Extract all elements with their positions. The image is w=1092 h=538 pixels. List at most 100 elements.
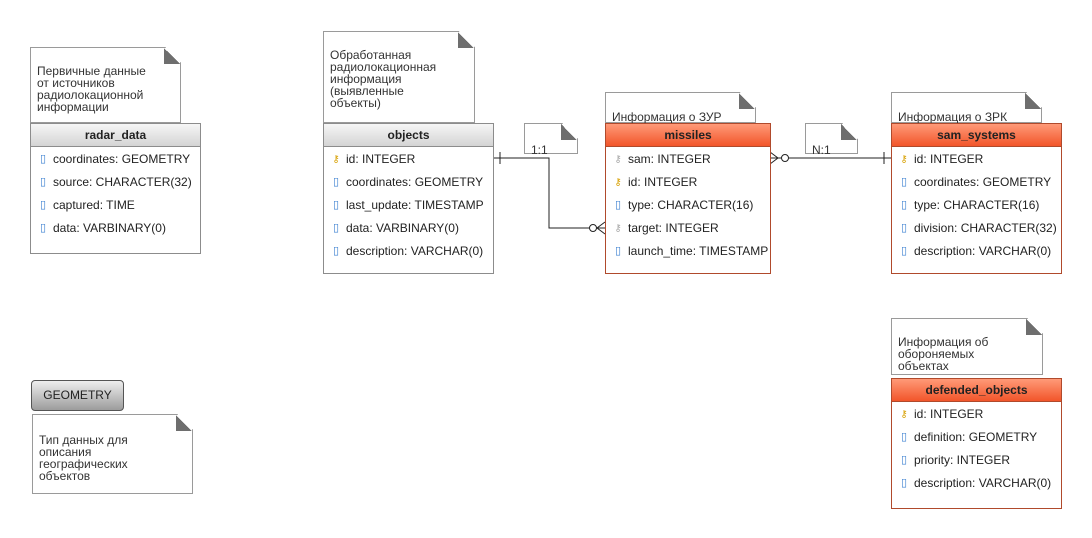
crowfoot-mark	[596, 221, 606, 235]
note-rel-n-1[interactable]: N:1	[805, 123, 858, 157]
column-icon: ▯	[39, 199, 47, 212]
column-icon: ▯	[332, 176, 340, 189]
attribute-label: description: VARCHAR(0)	[346, 244, 484, 258]
entity-defended-objects[interactable]: defended_objects ⚷ id: INTEGER ▯ definition…	[891, 378, 1062, 509]
attribute-row[interactable]: ⚷id: INTEGER	[892, 148, 1061, 171]
column-icon: ▯	[332, 245, 340, 258]
entity-title: sam_systems	[892, 124, 1061, 147]
note-text: Информация о ЗУР	[612, 110, 722, 124]
relation-objects-missiles	[493, 157, 605, 229]
column-icon: ▯	[900, 431, 908, 444]
note-text: Тип данных для описания географических о…	[39, 433, 128, 483]
note-objects[interactable]: Обработанная радиолокационная информация…	[323, 31, 475, 123]
column-icon: ▯	[900, 176, 908, 189]
column-icon: ▯	[614, 199, 622, 212]
column-icon: ▯	[332, 199, 340, 212]
note-fold-icon	[1025, 93, 1041, 109]
attribute-label: coordinates: GEOMETRY	[914, 175, 1052, 189]
attribute-row[interactable]: ⚷ id: INTEGER	[324, 148, 493, 171]
note-fold-icon	[841, 124, 857, 140]
attribute-row[interactable]: ⚷ id: INTEGER	[892, 403, 1061, 426]
attribute-row[interactable]: ▯data: VARBINARY(0)	[324, 217, 493, 240]
note-missiles[interactable]: Информация о ЗУР	[605, 92, 756, 123]
attribute-row[interactable]: ⚷ target: INTEGER	[606, 217, 770, 240]
attribute-row[interactable]: ▯ type: CHARACTER(16)	[606, 194, 770, 217]
entity-title: objects	[324, 124, 493, 147]
note-fold-icon	[164, 48, 180, 64]
foreign-key-icon: ⚷	[614, 154, 622, 166]
column-icon: ▯	[39, 176, 47, 189]
attribute-row[interactable]: ▯ data: VARBINARY(0)	[31, 217, 200, 240]
note-rel-1-1[interactable]: 1:1	[524, 123, 578, 157]
note-text: N:1	[812, 143, 831, 157]
note-defended[interactable]: Информация об обороняемых объектах	[891, 318, 1043, 375]
primary-key-icon: ⚷	[332, 154, 340, 166]
attribute-label: captured: TIME	[53, 198, 135, 212]
attribute-label: description: VARCHAR(0)	[914, 476, 1052, 490]
attribute-label: coordinates: GEOMETRY	[346, 175, 484, 189]
note-text: Информация об обороняемых объектах	[898, 335, 989, 373]
note-text: Первичные данные от источников радиолока…	[37, 64, 146, 114]
type-label: GEOMETRY	[43, 388, 112, 402]
entity-radar-data[interactable]: radar_data ▯coordinates: GEOMETRY▯source…	[30, 123, 201, 254]
attribute-label: target: INTEGER	[628, 221, 719, 235]
geometry-type[interactable]: GEOMETRY	[31, 380, 124, 411]
attribute-row[interactable]: ▯ coordinates: GEOMETRY	[31, 148, 200, 171]
entity-missiles[interactable]: missiles ⚷sam: INTEGER⚷id: INTEGER▯type:…	[605, 123, 771, 274]
column-icon: ▯	[900, 454, 908, 467]
attribute-row[interactable]: ▯ coordinates: GEOMETRY	[892, 171, 1061, 194]
entity-sam-systems[interactable]: sam_systems ⚷id: INTEGER ▯ coordinates: GE…	[891, 123, 1062, 274]
attribute-label: id: INTEGER	[914, 152, 984, 166]
attribute-row[interactable]: ⚷sam: INTEGER	[606, 148, 770, 171]
attribute-row[interactable]: ▯ division: CHARACTER(32)	[892, 217, 1061, 240]
attribute-row[interactable]: ▯ type: CHARACTER(16)	[892, 194, 1061, 217]
primary-key-icon: ⚷	[900, 409, 908, 421]
attribute-row[interactable]: ▯ coordinates: GEOMETRY	[324, 171, 493, 194]
attribute-label: type: CHARACTER(16)	[628, 198, 754, 212]
attribute-label: source: CHARACTER(32)	[53, 175, 192, 189]
attribute-row[interactable]: ▯ priority: INTEGER	[892, 449, 1061, 472]
attribute-label: definition: GEOMETRY	[914, 430, 1038, 444]
note-fold-icon	[1026, 319, 1042, 335]
cardinality-zero-mark	[589, 224, 597, 232]
entity-title: missiles	[606, 124, 770, 147]
column-icon: ▯	[39, 153, 47, 166]
attribute-label: division: CHARACTER(32)	[914, 221, 1057, 235]
column-icon: ▯	[900, 222, 908, 235]
foreign-key-icon: ⚷	[614, 223, 622, 235]
attribute-row[interactable]: ▯ description: VARCHAR(0)	[324, 240, 493, 263]
column-icon: ▯	[900, 245, 908, 258]
attribute-label: data: VARBINARY(0)	[346, 221, 459, 235]
note-text: Информация о ЗРК	[898, 110, 1008, 124]
attribute-label: id: INTEGER	[628, 175, 698, 189]
note-sam[interactable]: Информация о ЗРК	[891, 92, 1042, 123]
note-fold-icon	[458, 32, 474, 48]
attribute-label: last_update: TIMESTAMP	[346, 198, 484, 212]
attribute-label: priority: INTEGER	[914, 453, 1011, 467]
attribute-label: id: INTEGER	[914, 407, 984, 421]
attribute-row[interactable]: ⚷id: INTEGER	[606, 171, 770, 194]
attribute-row[interactable]: ▯ last_update: TIMESTAMP	[324, 194, 493, 217]
note-geometry[interactable]: Тип данных для описания географических о…	[32, 414, 193, 494]
attribute-row[interactable]: ▯ description: VARCHAR(0)	[892, 240, 1061, 263]
attribute-row[interactable]: ▯description: VARCHAR(0)	[892, 472, 1061, 495]
attribute-row[interactable]: ▯ source: CHARACTER(32)	[31, 171, 200, 194]
attribute-label: id: INTEGER	[346, 152, 416, 166]
attribute-label: type: CHARACTER(16)	[914, 198, 1040, 212]
entity-objects[interactable]: objects ⚷ id: INTEGER ▯ coordinates: GEOMET…	[323, 123, 494, 274]
crowfoot-mark	[769, 151, 779, 165]
attribute-label: description: VARCHAR(0)	[914, 244, 1052, 258]
note-fold-icon	[176, 415, 192, 431]
attribute-row[interactable]: ▯ definition: GEOMETRY	[892, 426, 1061, 449]
note-fold-icon	[739, 93, 755, 109]
column-icon: ▯	[900, 199, 908, 212]
entity-title: defended_objects	[892, 379, 1061, 402]
note-radar[interactable]: Первичные данные от источников радиолока…	[30, 47, 181, 123]
note-text: 1:1	[531, 143, 548, 157]
attribute-row[interactable]: ▯launch_time: TIMESTAMP	[606, 240, 770, 263]
attribute-label: coordinates: GEOMETRY	[53, 152, 191, 166]
attribute-row[interactable]: ▯ captured: TIME	[31, 194, 200, 217]
column-icon: ▯	[39, 222, 47, 235]
attribute-label: data: VARBINARY(0)	[53, 221, 166, 235]
